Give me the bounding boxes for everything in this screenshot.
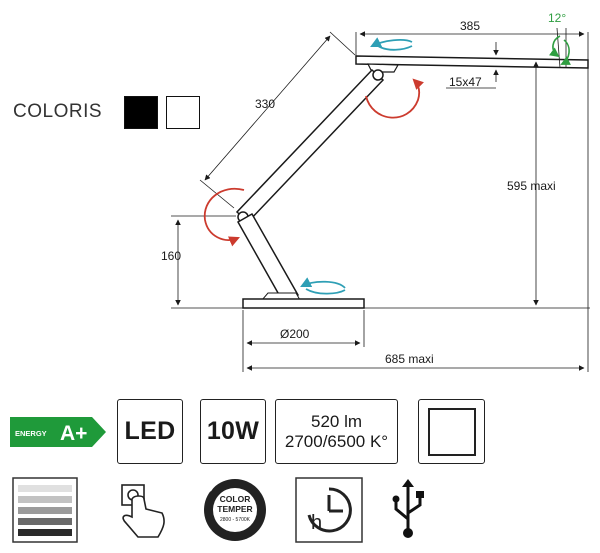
coloris-label: COLORIS <box>13 101 103 122</box>
dim-tilt: 12° <box>548 11 572 69</box>
dim-330-label: 330 <box>255 97 275 111</box>
color-temp-line2: TEMPER <box>217 504 252 514</box>
touch-switch-icon <box>121 484 165 538</box>
frame-icon <box>418 399 485 464</box>
dim-15x47: 15x47 <box>446 42 499 89</box>
lamp-base <box>242 298 365 309</box>
dim-385-label: 385 <box>460 19 480 33</box>
dim-595: 595 maxi <box>364 61 590 309</box>
led-badge: LED <box>117 399 183 464</box>
energy-label-text: ENERGY <box>15 429 47 438</box>
color-temp-line1: COLOR <box>220 494 251 504</box>
dim-200-label: Ø200 <box>280 327 310 341</box>
energy-label-icon: ENERGY A+ <box>10 417 106 447</box>
color-temp-range: 2800 - 5700K <box>220 517 251 523</box>
lumen-label: 520 lm <box>310 411 363 431</box>
dim-330: 330 <box>199 31 356 209</box>
usb-icon <box>392 479 424 538</box>
swatch-white <box>166 96 200 129</box>
lumen-badge: 520 lm 2700/6500 K° <box>275 399 398 464</box>
timer-letter: h <box>311 512 322 534</box>
led-label: LED <box>124 417 176 445</box>
swatch-black <box>124 96 158 129</box>
dim-595-label: 595 maxi <box>507 179 556 193</box>
power-badge: 10W <box>200 399 266 464</box>
color-temperature-icon: COLOR TEMPER 2800 - 5700K <box>204 477 266 541</box>
dim-200: Ø200 <box>242 310 365 372</box>
dim-tilt-label: 12° <box>548 11 566 25</box>
rotation-arrow-head <box>370 37 413 51</box>
dim-385: 385 <box>355 19 589 60</box>
lamp-head <box>355 55 589 73</box>
rotation-arrow-upper-joint <box>365 78 424 119</box>
dim-685-label: 685 maxi <box>385 352 434 366</box>
auto-off-timer-icon: h <box>295 477 363 543</box>
dimmer-icon <box>12 477 78 543</box>
dim-160: 160 <box>161 215 243 309</box>
energy-class: A+ <box>60 422 87 445</box>
power-label: 10W <box>206 417 260 445</box>
dim-15x47-label: 15x47 <box>449 75 482 89</box>
rotation-arrow-lower-joint <box>203 187 245 247</box>
lamp-arm <box>235 68 385 224</box>
dim-685: 685 maxi <box>246 68 589 372</box>
dim-160-label: 160 <box>161 249 181 263</box>
lamp-stand <box>236 212 301 301</box>
rotation-arrow-base <box>300 277 346 295</box>
temperature-label: 2700/6500 K° <box>284 431 389 451</box>
